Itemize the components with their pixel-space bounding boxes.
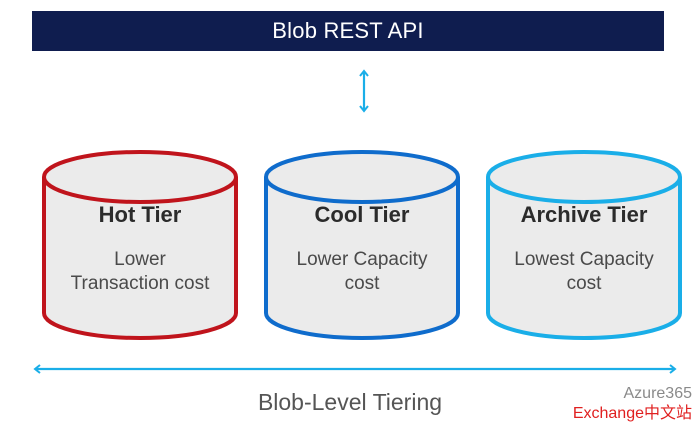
api-header-bar: Blob REST API [32, 11, 664, 51]
archive-tier-description: Lowest Capacity cost [489, 248, 679, 296]
watermark: Azure365 Exchange中文站 [573, 384, 692, 424]
cool-tier-desc-line2: cost [344, 273, 380, 294]
hot-tier-title: Hot Tier [98, 202, 182, 227]
cool-tier-text: Cool Tier Lower Capacity cost [267, 202, 457, 296]
archive-tier-title: Archive Tier [520, 202, 648, 227]
cool-tier-cylinder [264, 150, 460, 340]
archive-tier-cylinder [486, 150, 682, 340]
api-title: Blob REST API [272, 18, 424, 43]
archive-tier-desc-line2: cost [566, 273, 602, 294]
cool-tier-description: Lower Capacity cost [267, 248, 457, 296]
hot-tier-desc-line1: Lower [114, 249, 166, 270]
watermark-line2: Exchange中文站 [572, 405, 692, 422]
blob-level-tiering-label: Blob-Level Tiering [257, 389, 443, 415]
cool-tier-title: Cool Tier [314, 202, 410, 227]
hot-tier-cylinder [42, 150, 238, 340]
cool-tier-desc-line1: Lower Capacity [296, 249, 428, 270]
hot-tier-desc-line2: Transaction cost [70, 273, 210, 294]
hot-tier-description: Lower Transaction cost [45, 248, 235, 296]
archive-tier-text: Archive Tier Lowest Capacity cost [489, 202, 679, 296]
archive-tier-desc-line1: Lowest Capacity [514, 249, 654, 270]
watermark-line1: Azure365 [623, 385, 693, 402]
hot-tier-text: Hot Tier Lower Transaction cost [45, 202, 235, 296]
